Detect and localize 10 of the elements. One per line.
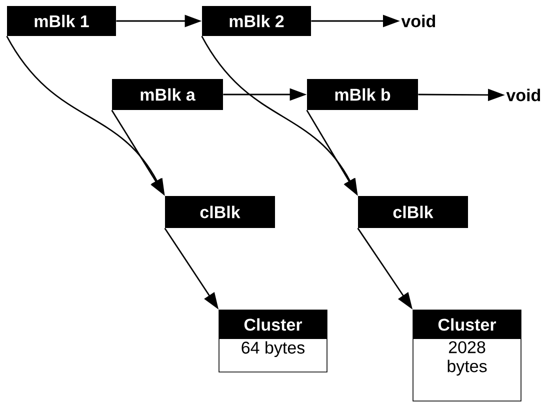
label-box: mBlk 1: [7, 6, 116, 36]
label-box: mBlk b: [307, 79, 418, 110]
label-box: clBlk: [358, 196, 468, 228]
label-box: mBlk 2: [202, 6, 311, 36]
cluster-box: Cluster 2028 bytes: [412, 310, 522, 402]
label-text: void: [401, 14, 436, 28]
label-text: void: [506, 88, 540, 102]
label-box: mBlk a: [112, 79, 223, 110]
label-box: clBlk: [165, 196, 275, 228]
cluster-box: Cluster 64 bytes: [218, 310, 328, 372]
